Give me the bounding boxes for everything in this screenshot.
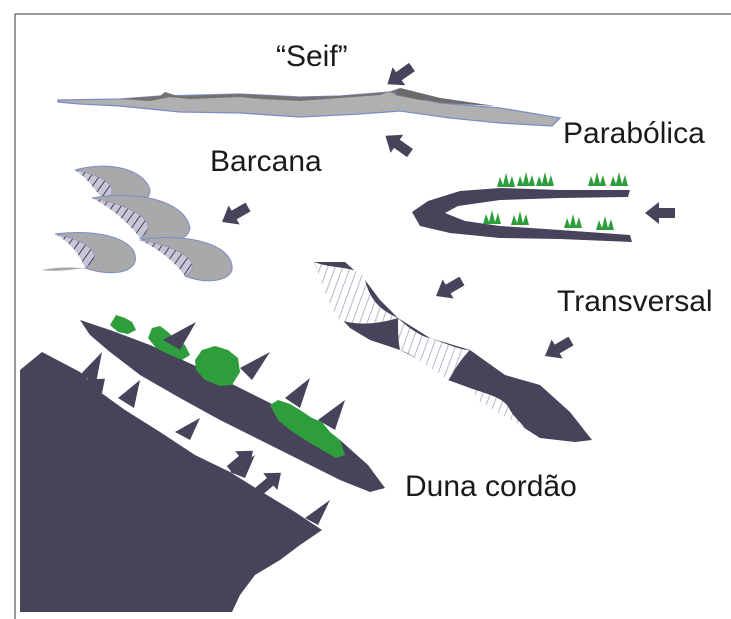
- seif-wind-arrow-top: [381, 58, 418, 93]
- seif-wind-arrow-bottom: [379, 127, 416, 162]
- barchan-wind-arrow: [217, 197, 254, 231]
- parabolic-vegetation-2: [517, 172, 535, 186]
- parabolic-vegetation-6: [483, 210, 501, 224]
- barchan-dune-3: [140, 238, 232, 281]
- label-duna-cordao: Duna cordão: [405, 470, 577, 503]
- parabolic-wind-arrow: [645, 202, 675, 224]
- parabolic-vegetation-4: [588, 172, 606, 186]
- label-seif: “Seif”: [276, 40, 348, 73]
- parabolic-vegetation-9: [596, 216, 614, 230]
- transverse-wind-arrow-bottom: [540, 331, 577, 365]
- parabolic-vegetation-3: [536, 172, 554, 186]
- label-transversal: Transversal: [557, 285, 713, 318]
- parabolic-vegetation-1: [497, 173, 515, 187]
- parabolic-vegetation-5: [610, 172, 628, 186]
- label-barcana: Barcana: [210, 145, 322, 178]
- label-parabolica: Parabólica: [563, 117, 705, 150]
- parabolic-vegetation-7: [511, 211, 529, 225]
- seif-dune: [58, 88, 560, 126]
- transverse-wind-arrow-top: [431, 271, 468, 305]
- parabolic-dune: [412, 188, 632, 242]
- parabolic-vegetation-8: [564, 214, 582, 228]
- barchan-dune-4: [42, 232, 135, 272]
